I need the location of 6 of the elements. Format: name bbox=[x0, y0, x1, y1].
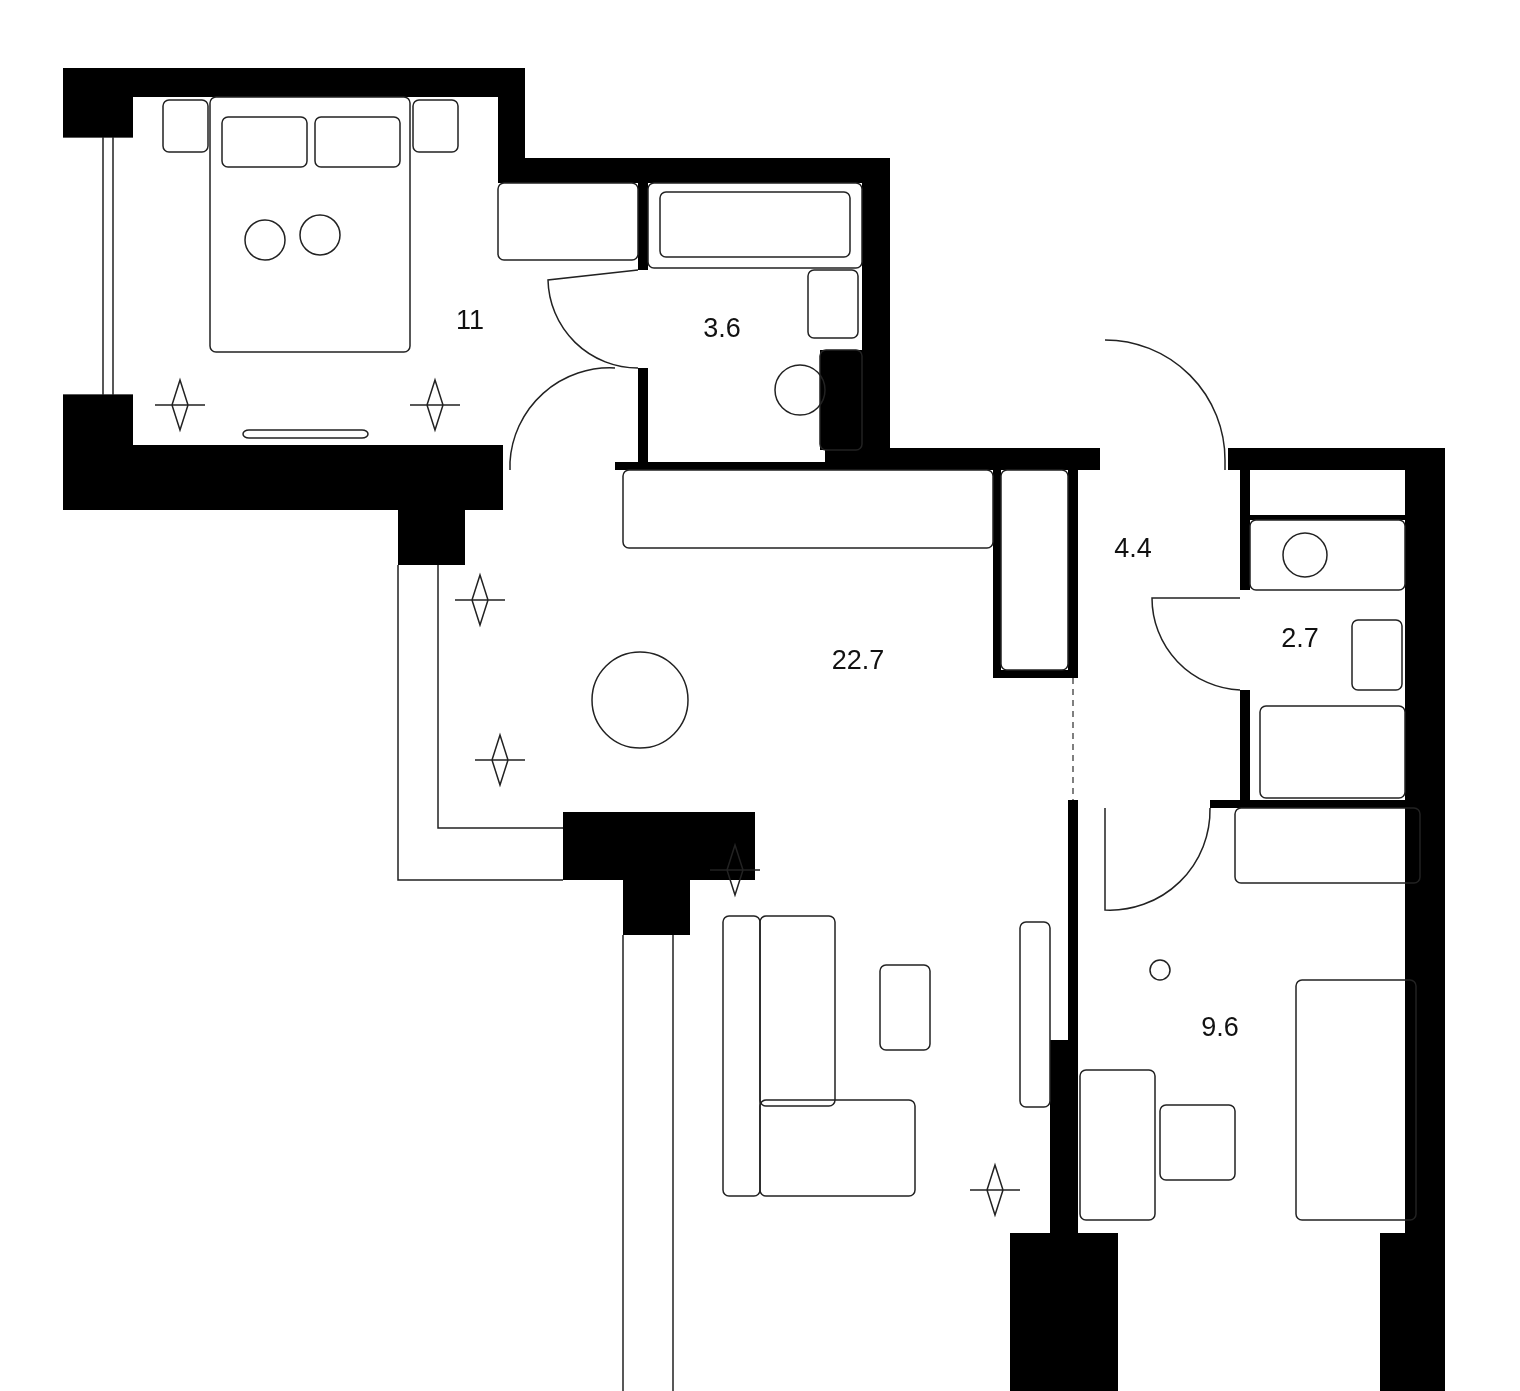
room-area-label: 4.4 bbox=[1114, 534, 1152, 562]
room-area-label: 3.6 bbox=[703, 314, 741, 342]
room-area-label: 11 bbox=[456, 306, 484, 334]
room-area-label: 9.6 bbox=[1201, 1013, 1239, 1041]
room-area-label: 22.7 bbox=[831, 646, 885, 674]
room-area-label: 2.7 bbox=[1281, 624, 1319, 652]
